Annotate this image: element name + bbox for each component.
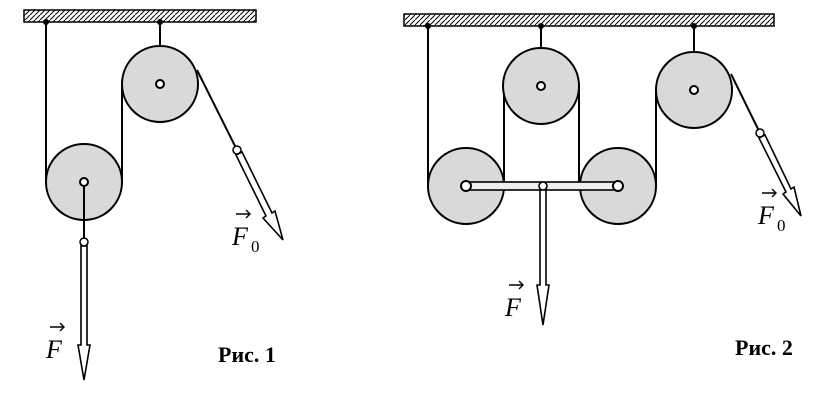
axle-2d (612, 180, 624, 192)
rope-effort-1 (196, 69, 238, 151)
force-label: F (757, 201, 775, 230)
force-subscript: 0 (777, 216, 786, 235)
arrow-force-1-effort (234, 150, 284, 241)
ceiling-2 (403, 13, 775, 27)
label-F-2: F (504, 280, 524, 322)
label-F0-2: F 0 (757, 188, 786, 235)
anchor-dot-2b (538, 23, 544, 29)
joint-dot-1a (79, 237, 89, 247)
axle-2b (689, 85, 699, 95)
axle-1b (155, 79, 165, 89)
anchor-dot-1b (157, 19, 163, 25)
axle-2e (538, 181, 548, 191)
axle-2a (536, 81, 546, 91)
figure-1: F F 0 Рис. 1 (23, 9, 284, 381)
rope-effort-2 (730, 73, 761, 134)
force-subscript: 0 (251, 237, 260, 256)
force-label: F (504, 293, 522, 322)
figure-caption: Рис. 1 (218, 342, 276, 367)
label-F-1: F (45, 322, 65, 364)
ceiling-1 (23, 9, 257, 23)
arrow-force-2-effort (757, 133, 802, 217)
force-label: F (45, 335, 63, 364)
anchor-dot-1a (43, 19, 49, 25)
label-F0-1: F 0 (231, 209, 260, 256)
arrow-force-1-down (77, 245, 91, 381)
axle-2c (460, 180, 472, 192)
figure-caption: Рис. 2 (735, 335, 793, 360)
arrow-force-2-down (536, 189, 550, 326)
anchor-dot-2a (425, 23, 431, 29)
force-label: F (231, 222, 249, 251)
anchor-dot-2c (691, 23, 697, 29)
axle-1a (79, 177, 89, 187)
figure-2: F F 0 Рис. 2 (403, 13, 802, 360)
